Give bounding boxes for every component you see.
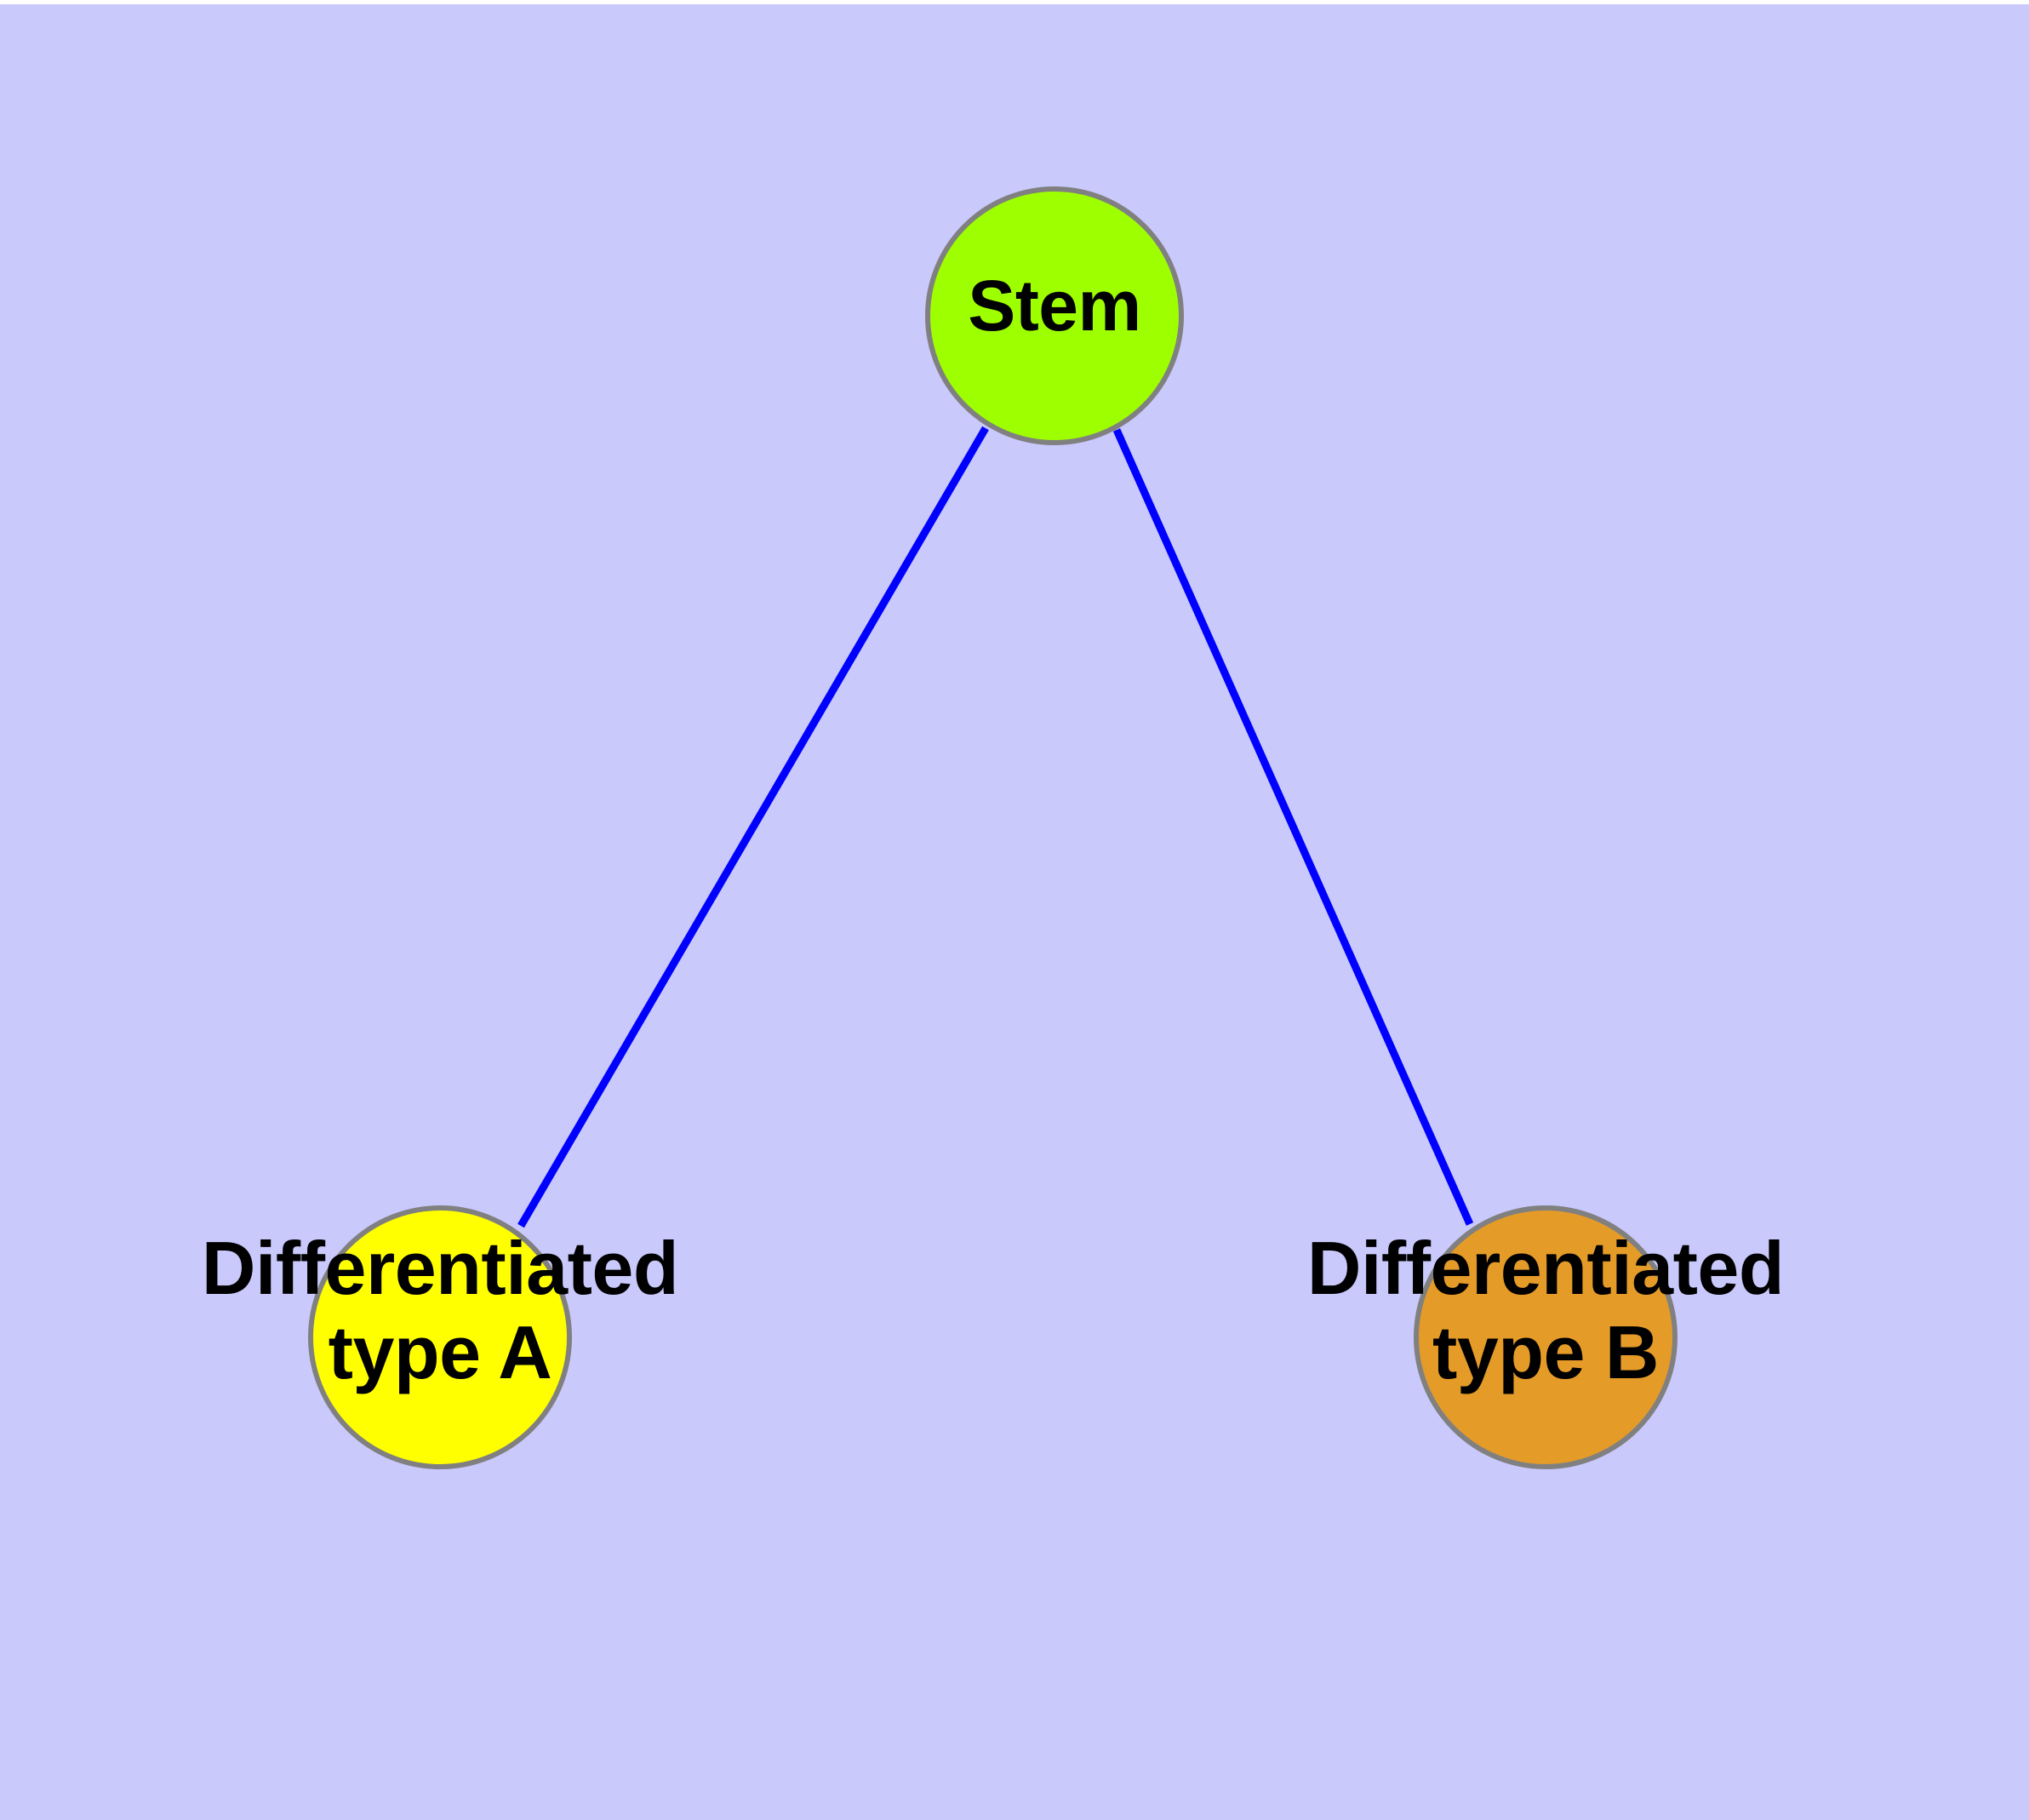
- top-edge-band: [0, 0, 2029, 4]
- node-differentiated-type-b-circle[interactable]: [1414, 1205, 1677, 1469]
- edge-layer: [517, 426, 1474, 1228]
- node-stem-circle[interactable]: [925, 186, 1184, 445]
- node-differentiated-type-a-circle[interactable]: [308, 1205, 572, 1469]
- node-layer: [308, 186, 1677, 1469]
- edge-stem-to-diff-b[interactable]: [1112, 428, 1474, 1226]
- edge-stem-to-diff-a[interactable]: [517, 426, 989, 1228]
